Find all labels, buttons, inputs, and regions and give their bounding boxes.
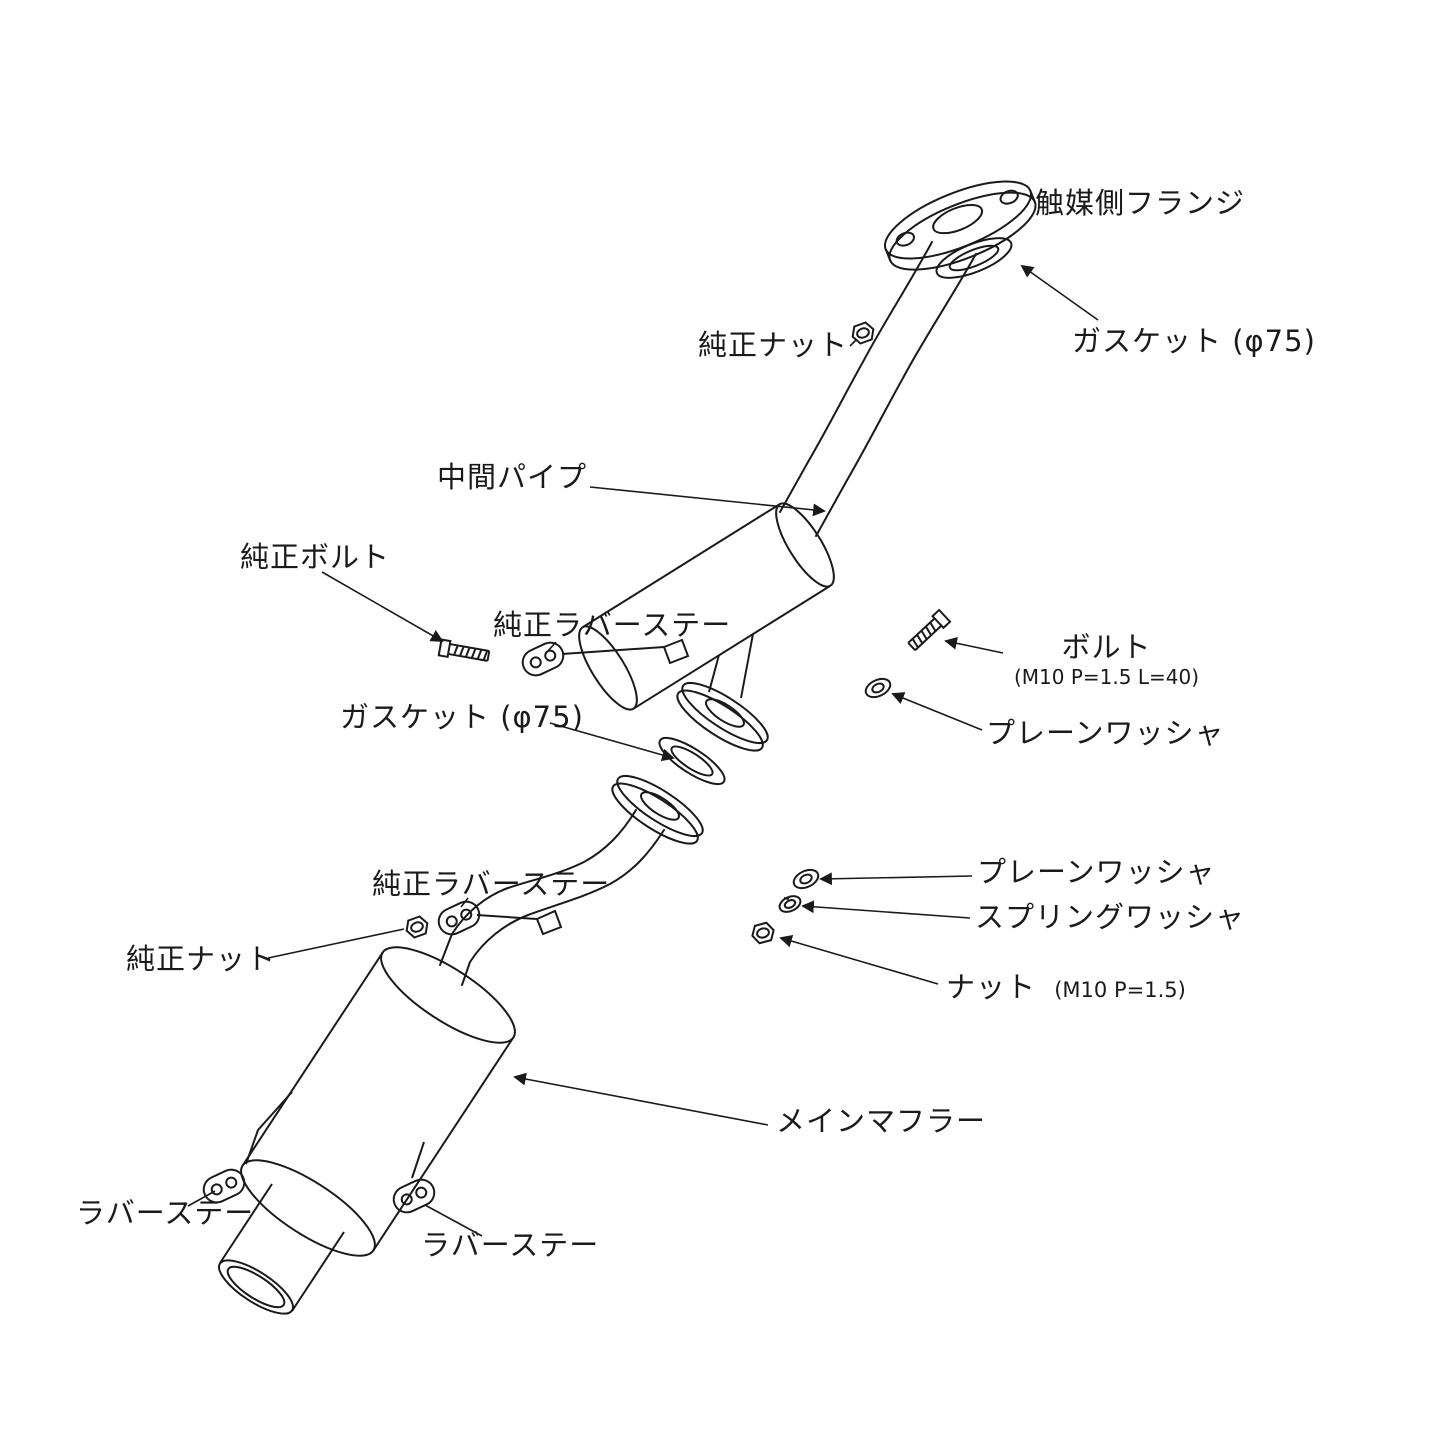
label-bolt: ボルト (M10 P=1.5 L=40): [1014, 630, 1199, 689]
muffler-hanger-right-drawing: [411, 1141, 425, 1179]
spring-washer-drawing: [778, 895, 802, 913]
rear-pipe-hanger-drawing: [476, 909, 563, 936]
label-main-muffler: メインマフラー: [776, 1104, 987, 1138]
label-gasket-mid: ガスケット (φ75): [340, 700, 584, 734]
label-bolt-name: ボルト: [1061, 630, 1152, 664]
label-spring-washer: スプリングワッシャ: [975, 900, 1246, 934]
label-bolt-spec: (M10 P=1.5 L=40): [1014, 664, 1199, 689]
label-oem-nut-bottom: 純正ナット: [126, 942, 277, 976]
label-nut: ナット (M10 P=1.5): [946, 970, 1186, 1004]
oem-rubber-stay-lower-drawing: [437, 900, 481, 936]
label-catalyst-flange: 触媒側フランジ: [1035, 186, 1246, 220]
label-plain-washer-lower: プレーンワッシャ: [977, 855, 1216, 889]
oem-nut-top-drawing: [851, 321, 875, 345]
mid-pipe-drawing: [779, 241, 977, 537]
main-muffler-drawing: [240, 946, 516, 1257]
resonator-hanger-drawing: [561, 638, 690, 665]
catalyst-flange-drawing: [883, 180, 1037, 279]
bolt-m10-drawing: [907, 608, 952, 651]
rubber-stay-right-drawing: [392, 1178, 436, 1214]
resonator-drawing: [578, 502, 835, 711]
label-rubber-stay-right: ラバーステー: [421, 1228, 600, 1262]
label-rubber-stay-left: ラバーステー: [76, 1196, 255, 1230]
joint-flange-gasket-drawing: [611, 633, 769, 845]
plain-washer-upper-drawing: [864, 677, 892, 699]
label-gasket-top: ガスケット (φ75): [1072, 324, 1316, 358]
label-plain-washer-upper: プレーンワッシャ: [986, 716, 1225, 750]
label-oem-nut-top: 純正ナット: [698, 328, 849, 362]
leader-lines: [187, 264, 1099, 1237]
label-mid-pipe: 中間パイプ: [437, 460, 588, 494]
oem-nut-bottom-drawing: [405, 915, 429, 939]
rubber-stay-left-drawing: [202, 1168, 246, 1204]
label-nut-spec: (M10 P=1.5): [1054, 978, 1186, 1002]
muffler-hanger-left-drawing: [245, 1091, 293, 1165]
label-oem-rubber-stay-lower: 純正ラバーステー: [372, 867, 611, 901]
plain-washer-lower-drawing: [792, 868, 820, 890]
gasket-mid-drawing: [658, 736, 726, 786]
oem-bolt-drawing: [437, 638, 491, 662]
muffler-tip-drawing: [218, 1183, 345, 1315]
label-oem-rubber-stay-upper: 純正ラバーステー: [493, 608, 732, 642]
gasket-top-drawing: [935, 237, 1013, 279]
rear-pipe-drawing: [439, 809, 665, 986]
label-nut-name: ナット: [946, 970, 1037, 1004]
nut-m10-drawing: [751, 921, 775, 945]
oem-rubber-stay-upper-drawing: [521, 641, 565, 677]
label-oem-bolt: 純正ボルト: [240, 540, 391, 574]
